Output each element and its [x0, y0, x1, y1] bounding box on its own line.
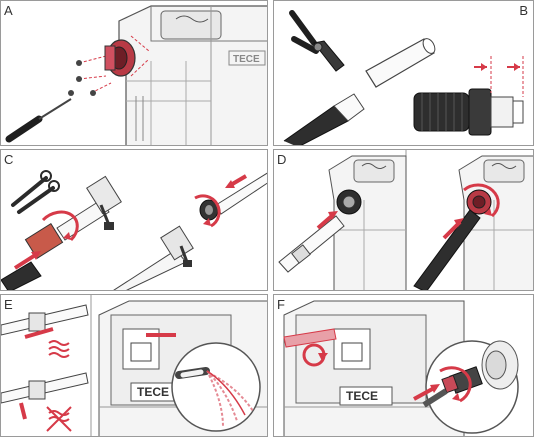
insertion-depth-markers — [474, 56, 524, 97]
panel-b-label: B — [519, 3, 528, 18]
rotate-arrow-icon — [439, 366, 472, 403]
right-hose-assembly — [113, 172, 267, 290]
rotate-arrow-icon — [41, 210, 79, 242]
screws — [68, 60, 96, 96]
panel-a-illustration: TECE — [5, 5, 267, 145]
valve-open-assembly — [1, 304, 89, 339]
panel-c: C — [0, 149, 268, 291]
push-arrow-icon — [13, 251, 41, 270]
panel-f-illustration: TECE — [283, 300, 519, 436]
panel-d: D — [273, 149, 534, 291]
panel-e-illustration: TECE — [1, 295, 267, 436]
left-pipe — [278, 215, 345, 273]
red-connection-parts — [283, 328, 337, 367]
connection-flange — [104, 39, 136, 77]
cistern-logo: TECE — [137, 385, 169, 399]
right-corrugated-hose — [413, 209, 481, 290]
panel-f-label: F — [277, 297, 285, 312]
panel-d-label: D — [277, 152, 287, 167]
rotate-arrow-icon — [194, 194, 221, 228]
push-arrow-icon — [225, 174, 248, 188]
panel-c-label: C — [4, 152, 14, 167]
magnifier-icon — [422, 340, 519, 434]
housing-logo: TECE — [233, 54, 260, 65]
corrugated-hose — [413, 88, 524, 136]
no-flow-icon — [46, 406, 72, 432]
pipe-cutter-icon — [289, 10, 345, 72]
water-flow-icon — [48, 340, 70, 358]
push-arrow-icon — [316, 211, 338, 230]
panel-e-label: E — [4, 297, 13, 312]
right-cistern — [458, 155, 533, 290]
panel-f: F TECE — [273, 294, 534, 437]
rotate-arrow-icon — [463, 183, 500, 218]
screwdriver-icon — [5, 98, 72, 143]
panel-d-illustration — [278, 150, 533, 290]
push-arrow-icon — [442, 218, 464, 240]
wrench-icon — [11, 170, 60, 214]
panel-e: E TECE — [0, 294, 268, 437]
cistern-logo-f: TECE — [346, 389, 378, 403]
panel-b: B — [273, 0, 534, 146]
left-cistern — [328, 155, 407, 290]
panel-b-illustration — [283, 10, 524, 145]
valve-closed-assembly — [1, 372, 89, 420]
left-hose-assembly — [1, 175, 122, 290]
push-arrow-icon — [413, 384, 440, 401]
panel-a-label: A — [4, 3, 13, 18]
cut-pipe — [283, 38, 436, 145]
cistern-housing: TECE — [118, 5, 267, 145]
magnifier-icon — [171, 342, 261, 432]
panel-c-illustration — [1, 170, 267, 290]
alignment-guides — [78, 35, 150, 94]
panel-a: A TECE — [0, 0, 268, 146]
